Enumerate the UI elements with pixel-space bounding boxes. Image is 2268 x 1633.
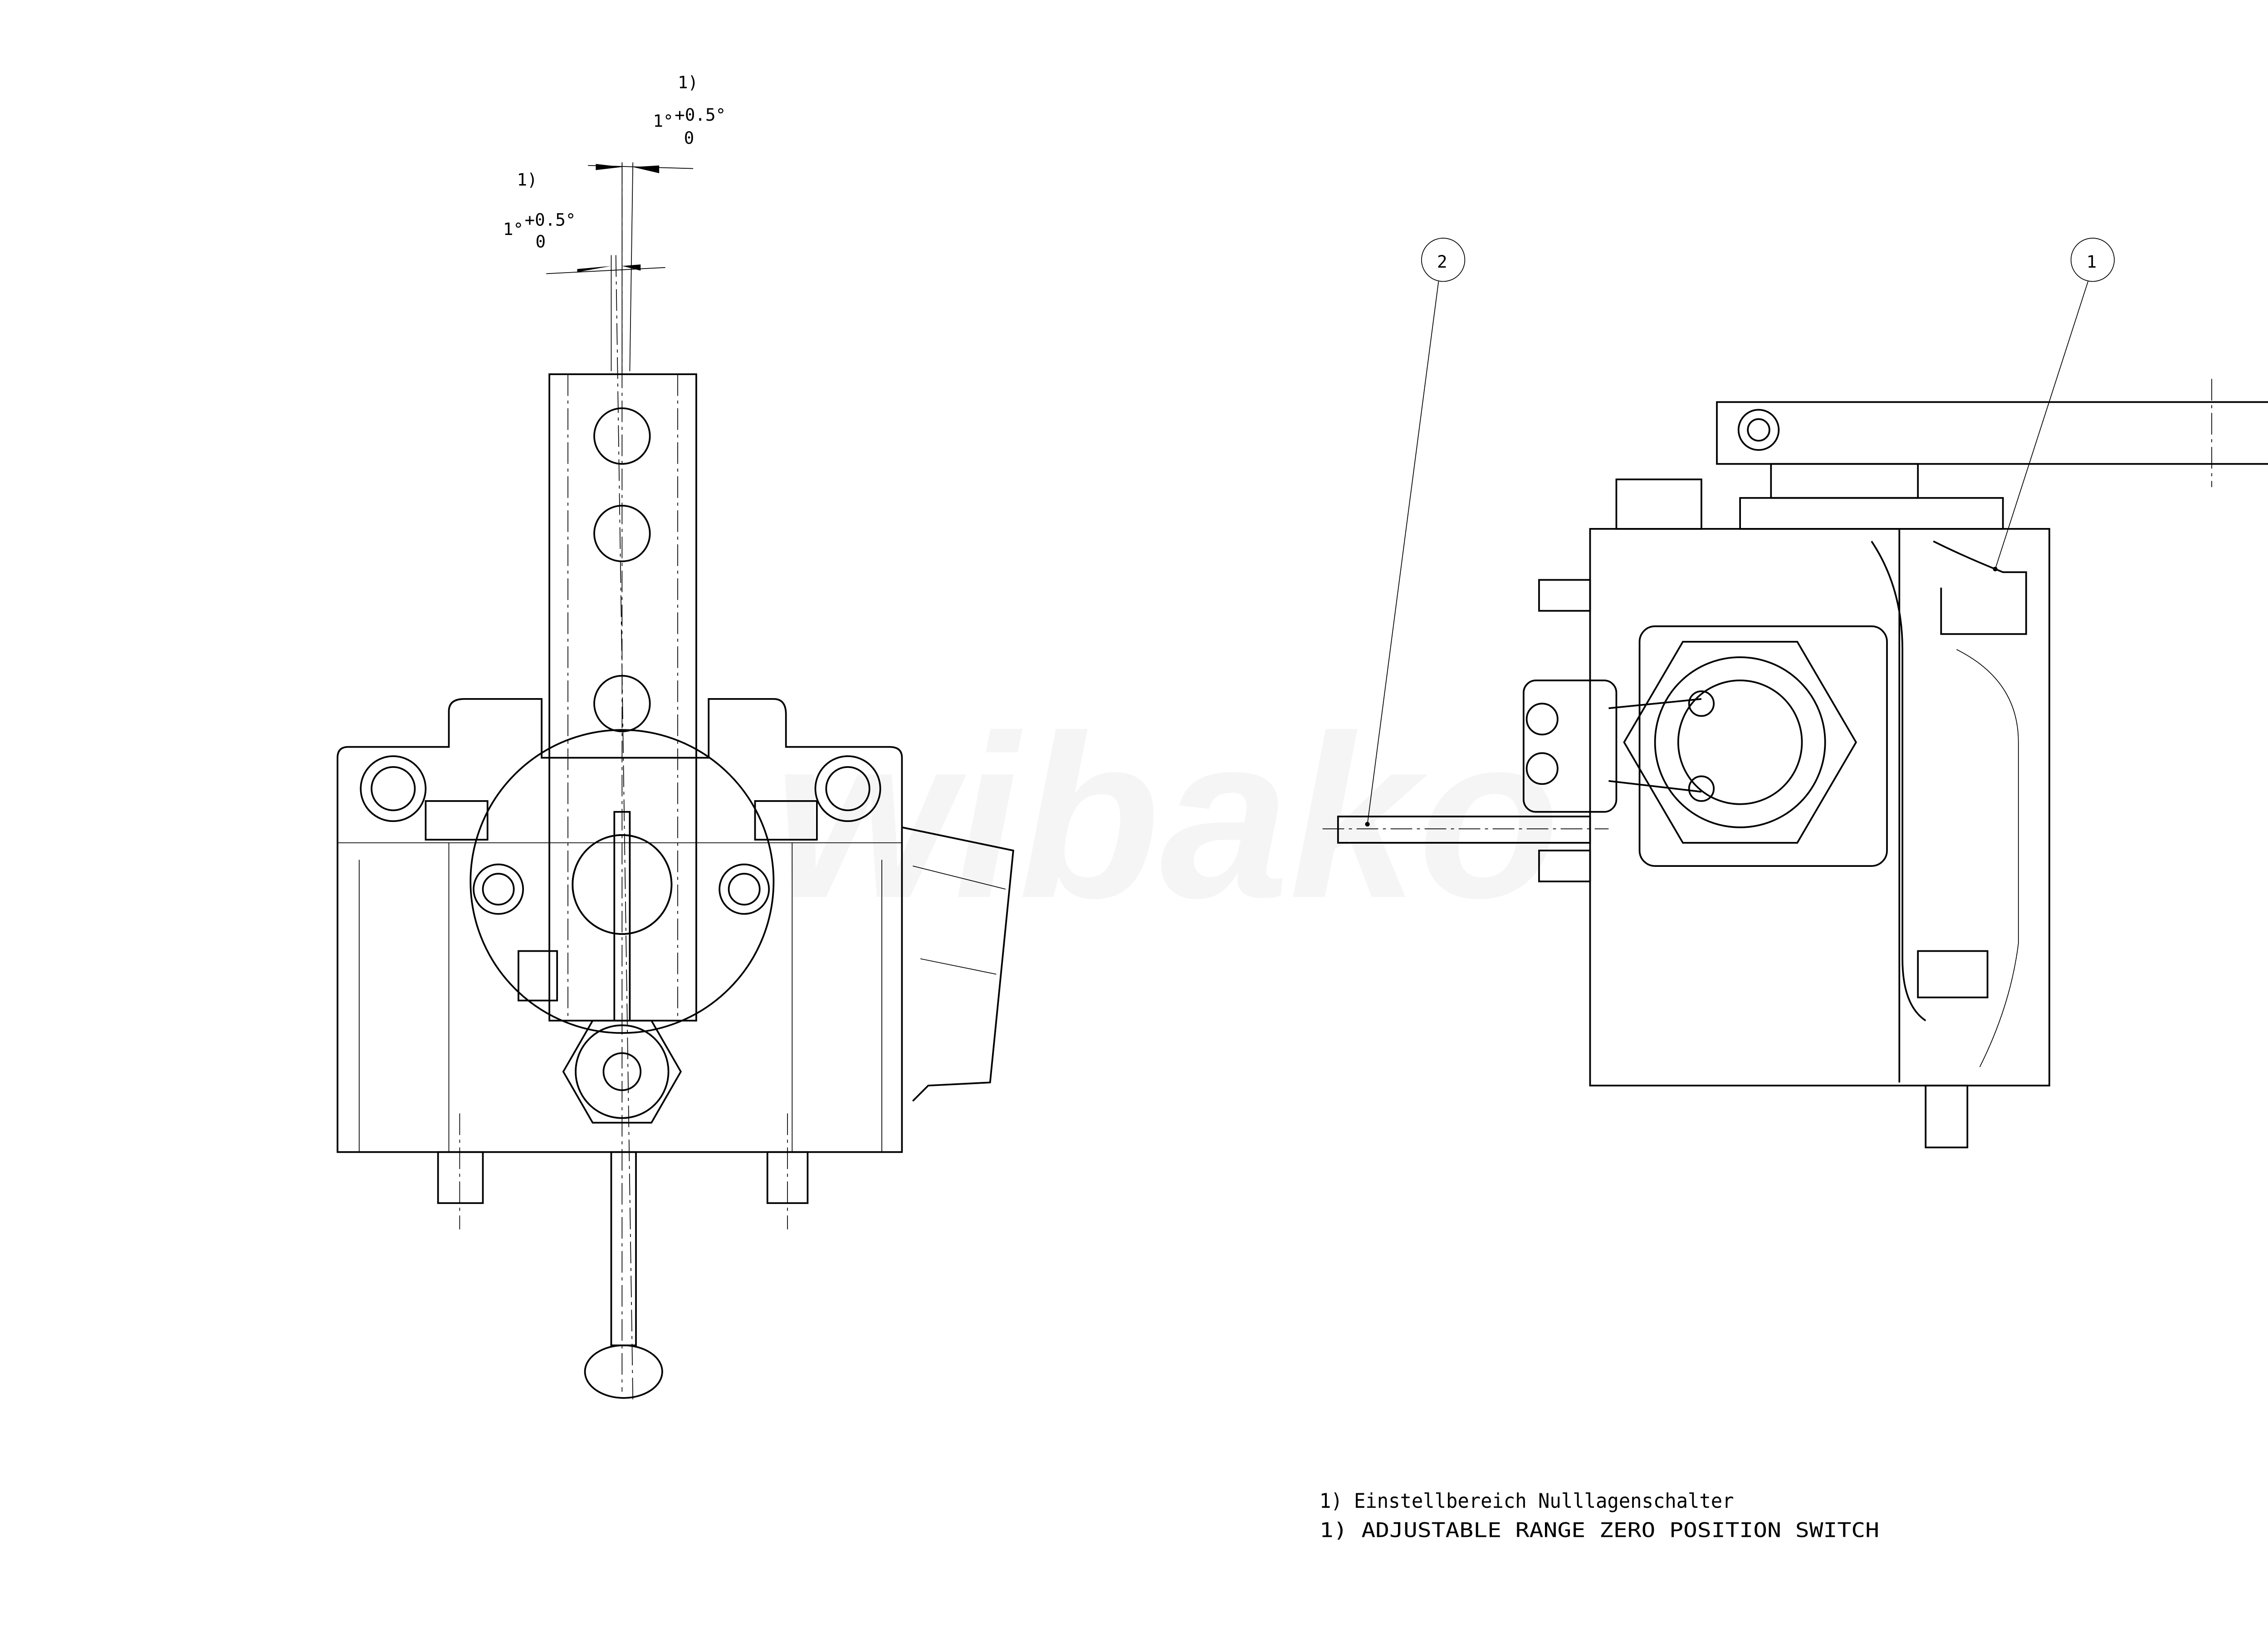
dimension-upper-tolerance: +0.5° <box>675 105 726 125</box>
hex-nut <box>562 1020 682 1124</box>
angle-dimension-lower: 1) 1° +0.5° 0 <box>503 170 665 372</box>
switch-plate <box>469 729 775 1034</box>
mounting-pin <box>1925 1085 1969 1149</box>
bolts <box>360 755 881 915</box>
lever-arm <box>1716 379 2268 487</box>
tilted-centerline <box>615 255 634 1400</box>
bolt-head <box>1615 478 1702 530</box>
zero-position-switch <box>1608 625 1888 867</box>
mounting-pins <box>437 1113 809 1230</box>
housing <box>337 698 1014 1153</box>
dimension-ref: 1) <box>678 72 698 92</box>
dimension-lower-tolerance: 0 <box>535 231 546 251</box>
plunger <box>584 1151 663 1399</box>
dimension-lower-tolerance: 0 <box>684 128 694 148</box>
angle-dimension-upper: 1) 1° +0.5° 0 <box>588 72 726 372</box>
balloon-2: 2 <box>1365 238 1466 827</box>
side-view: 2 1 <box>1322 238 2268 1149</box>
housing <box>1589 528 2050 1087</box>
connector <box>1522 680 1618 813</box>
balloon-label: 1 <box>2087 252 2097 272</box>
balloon-label: 2 <box>1437 252 1447 272</box>
dimension-value: 1° <box>503 219 523 239</box>
front-view: 1) 1° +0.5° 0 1) 1° +0.5° 0 <box>337 72 1014 1400</box>
dimension-upper-tolerance: +0.5° <box>525 210 576 230</box>
note-english: 1) ADJUSTABLE RANGE ZERO POSITION SWITCH <box>1320 1519 1879 1542</box>
actuator-rod <box>1322 816 1609 844</box>
dimension-ref: 1) <box>517 170 538 190</box>
note-german: 1) Einstellbereich Nulllagenschalter <box>1320 1490 1734 1513</box>
balloon-1: 1 <box>1993 238 2115 572</box>
dimension-value: 1° <box>653 111 674 131</box>
